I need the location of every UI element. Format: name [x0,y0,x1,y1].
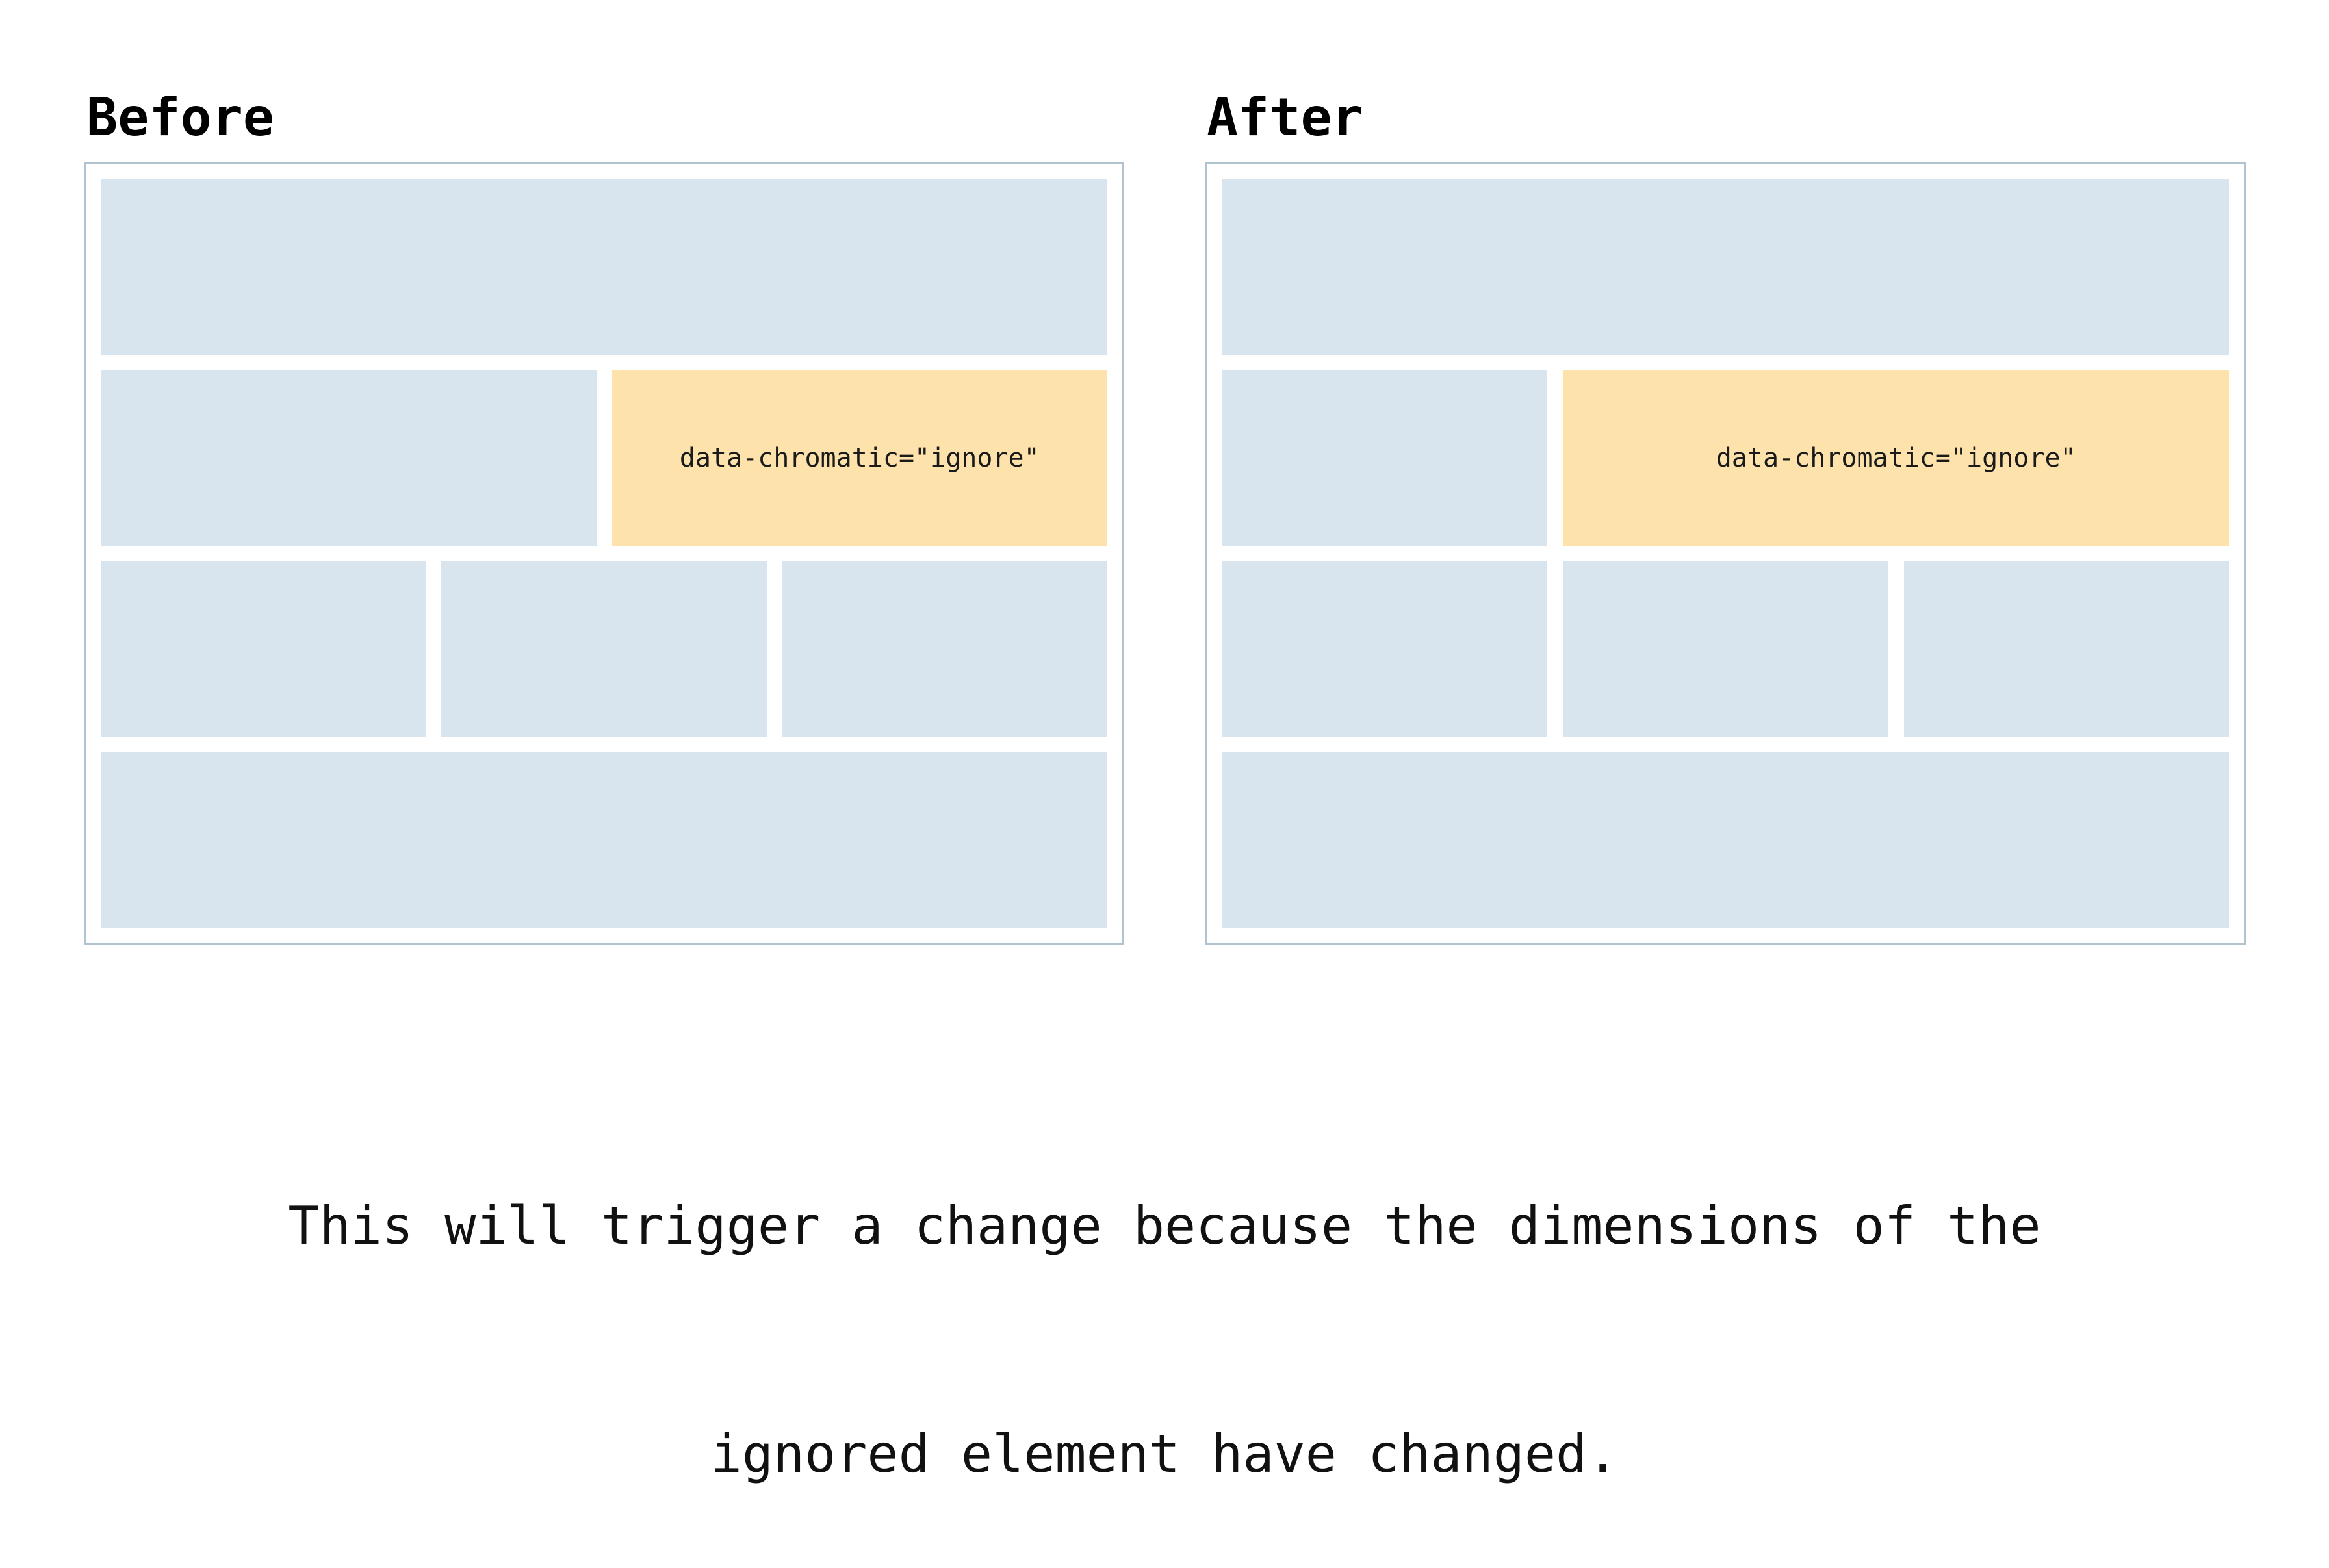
after-row-ignored: data-chromatic="ignore" [1222,370,2229,546]
ignore-attribute-label: data-chromatic="ignore" [679,443,1040,473]
after-row-footer [1222,752,2229,928]
after-title: After [1207,87,1363,148]
header-placeholder-block [1222,179,2229,355]
column-placeholder-block-1 [1222,561,1548,737]
before-row-header [101,179,1107,355]
caption-line-1: This will trigger a change because the d… [288,1196,2041,1256]
before-after-diagram: { "diagram": { "panels": [ { "title": "B… [84,87,2246,1484]
column-placeholder-block-2 [1563,561,1888,737]
ignore-attribute-label: data-chromatic="ignore" [1716,443,2076,473]
after-row-header [1222,179,2229,355]
column-placeholder-block-3 [782,561,1107,737]
column-placeholder-block-1 [101,561,426,737]
footer-placeholder-block [101,752,1107,928]
after-row-columns [1222,561,2229,737]
caption: This will trigger a change because the d… [0,1036,2329,1568]
before-row-columns [101,561,1107,737]
header-placeholder-block [101,179,1107,355]
content-placeholder-block [101,370,597,546]
ignored-element-block: data-chromatic="ignore" [611,370,1107,546]
before-row-ignored: data-chromatic="ignore" [101,370,1107,546]
caption-line-2: ignored element have changed. [710,1424,1619,1484]
footer-placeholder-block [1222,752,2229,928]
before-title: Before [86,87,274,148]
before-row-footer [101,752,1107,928]
column-placeholder-block-2 [441,561,767,737]
after-panel: data-chromatic="ignore" [1205,162,2246,945]
before-panel: data-chromatic="ignore" [84,162,1124,945]
content-placeholder-block [1222,370,1548,546]
column-placeholder-block-3 [1903,561,2229,737]
ignored-element-block: data-chromatic="ignore" [1563,370,2229,546]
